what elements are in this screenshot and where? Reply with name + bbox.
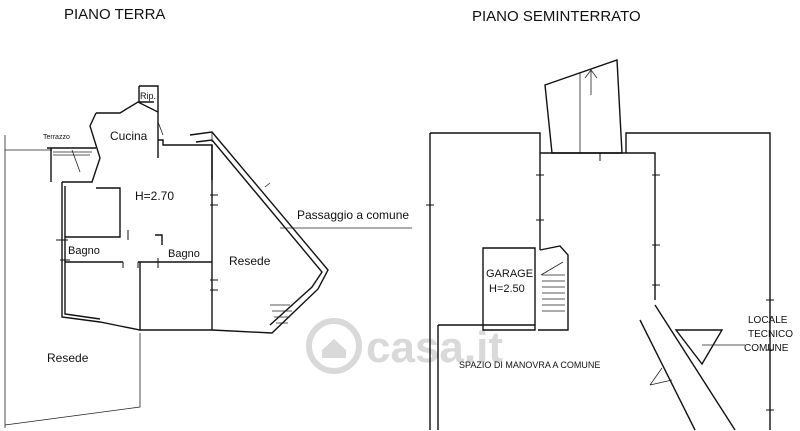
basement-window-ticks [426,153,774,411]
lower-ramp [639,304,736,431]
basement-height-label: H=2.50 [489,283,525,295]
garage-walls [482,247,536,331]
cucina-label: Cucina [110,129,148,143]
basement-stair-steps [542,274,565,312]
garden-bottom-boundary [4,333,141,426]
watermark: casa.it [306,318,503,374]
tech-room-walls [674,329,724,366]
basement-stair-arrow [540,261,564,276]
kitchen-left-wall [62,112,101,183]
tech-room-label-line3: COMUNE [744,343,789,354]
maneuver-label: SPAZIO DI MANOVRA A COMUNE [459,360,600,370]
garage-block-outline [540,152,656,300]
ripostiglio-label: Rip. [140,91,156,101]
bagno-1-label: Bagno [68,245,100,257]
window-ticks [56,194,218,291]
top-ramp [544,59,623,154]
bagno-2-label: Bagno [168,248,200,260]
watermark-logo-icon [306,318,362,374]
terrazzo-label: Terrazzo [43,134,70,141]
ground-height-label: H=2.70 [135,189,174,203]
top-ramp-arrow-icon [584,69,598,95]
apartment-inner-wall [64,186,101,320]
living-top-wall [158,139,213,180]
kitchen-door [157,121,164,136]
bagno-2-jamb [155,234,163,245]
basement-plan: GARAGE H=2.50 SPAZIO DI MANOVRA A COMUNE… [426,59,793,431]
ground-floor-plan: Terrazzo Rip. Cucina H=2.70 Bagno Bagno … [4,85,412,428]
tech-room-label-line1: LOCALE [748,315,788,326]
apartment-lower-wall [61,182,212,331]
basement-outer-top [430,132,771,430]
ground-stairs [270,304,292,324]
tech-room-label-line2: TECNICO [748,329,793,340]
house-icon [322,339,346,358]
kitchen-top-wall [96,101,159,158]
terrace-arrow [71,149,81,173]
garden-resede-label: Resede [47,351,89,365]
lower-ramp-arrow-icon [649,367,673,386]
passage-label: Passaggio a comune [297,208,409,222]
ground-floor-title: PIANO TERRA [64,6,165,23]
basement-stair-walls [538,245,569,331]
basement-title: PIANO SEMINTERRATO [472,8,641,25]
side-resede-inner [195,139,323,326]
garage-label: GARAGE [486,268,533,280]
watermark-text: casa.it [366,323,503,372]
side-resede-ticks [211,132,271,188]
side-resede-outline [189,131,329,334]
side-resede-label: Resede [229,254,271,268]
bagno-1-wall [65,187,121,238]
